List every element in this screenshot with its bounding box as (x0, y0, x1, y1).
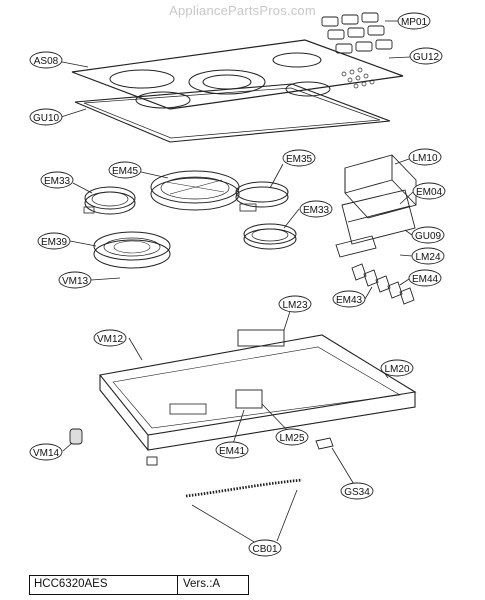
callout-vm14: VM14 (29, 443, 63, 461)
callout-lm10: LM10 (408, 148, 442, 166)
callout-em35: EM35 (282, 149, 316, 167)
callout-vm13: VM13 (58, 271, 92, 289)
glass-gasket (74, 83, 391, 143)
callout-lm24: LM24 (411, 247, 445, 265)
callout-text: EM35 (286, 154, 313, 165)
callout-lm20: LM20 (380, 359, 414, 377)
callout-as08: AS08 (29, 51, 63, 69)
callout-em33-right: EM33 (299, 200, 333, 218)
callout-text: VM14 (33, 448, 60, 459)
callout-text: EM33 (44, 176, 71, 187)
callout-text: MP01 (401, 17, 428, 28)
watermark: AppliancePartsPros.com (169, 3, 316, 18)
model-number: HCC6320AES (30, 576, 178, 594)
callout-text: EM33 (303, 205, 330, 216)
callout-text: EM41 (219, 446, 246, 457)
callout-text: LM23 (282, 300, 307, 311)
callout-text: LM24 (415, 252, 440, 263)
control-knobs (321, 12, 393, 54)
loose-parts (69, 428, 334, 498)
callout-text: LM10 (412, 153, 437, 164)
control-bracket-assembly (335, 154, 417, 305)
callout-text: GU10 (33, 113, 60, 124)
callout-em44: EM44 (408, 269, 442, 287)
callout-text: LM25 (279, 433, 304, 444)
callout-text: EM45 (112, 166, 139, 177)
callout-cb01: CB01 (248, 539, 282, 557)
callout-gs34: GS34 (340, 482, 374, 500)
callout-lm25: LM25 (275, 428, 309, 446)
callout-gu10: GU10 (29, 108, 63, 126)
callout-text: VM13 (62, 276, 89, 287)
callout-text: EM04 (416, 187, 443, 198)
heating-elements (83, 170, 297, 269)
callout-text: LM20 (384, 364, 409, 375)
callout-gu09: GU09 (411, 226, 445, 244)
leader-lines (56, 20, 414, 547)
callout-em43: EM43 (332, 290, 366, 308)
title-block: HCC6320AES Vers.:A (29, 575, 249, 595)
callout-lm23: LM23 (278, 295, 312, 313)
callout-em45: EM45 (108, 161, 142, 179)
callout-text: GU12 (413, 52, 440, 63)
callout-gu12: GU12 (409, 47, 443, 65)
callout-labels: MP01 AS08 GU12 GU10 EM45 EM35 LM10 EM33 … (29, 12, 446, 557)
callout-text: VM12 (97, 334, 124, 345)
cooktop-chassis (98, 329, 417, 451)
callout-em04: EM04 (412, 182, 446, 200)
callout-mp01: MP01 (397, 12, 431, 30)
callout-text: EM44 (412, 274, 439, 285)
callout-text: CB01 (252, 544, 277, 555)
callout-text: GU09 (415, 231, 442, 242)
callout-vm12: VM12 (93, 329, 127, 347)
callout-em39: EM39 (37, 232, 71, 250)
callout-text: AS08 (34, 56, 59, 67)
callout-em33-left: EM33 (40, 171, 74, 189)
callout-text: GS34 (344, 487, 370, 498)
version-label: Vers.:A (183, 578, 221, 590)
callout-text: EM39 (41, 237, 68, 248)
callout-em41: EM41 (215, 441, 249, 459)
callout-text: EM43 (336, 295, 363, 306)
